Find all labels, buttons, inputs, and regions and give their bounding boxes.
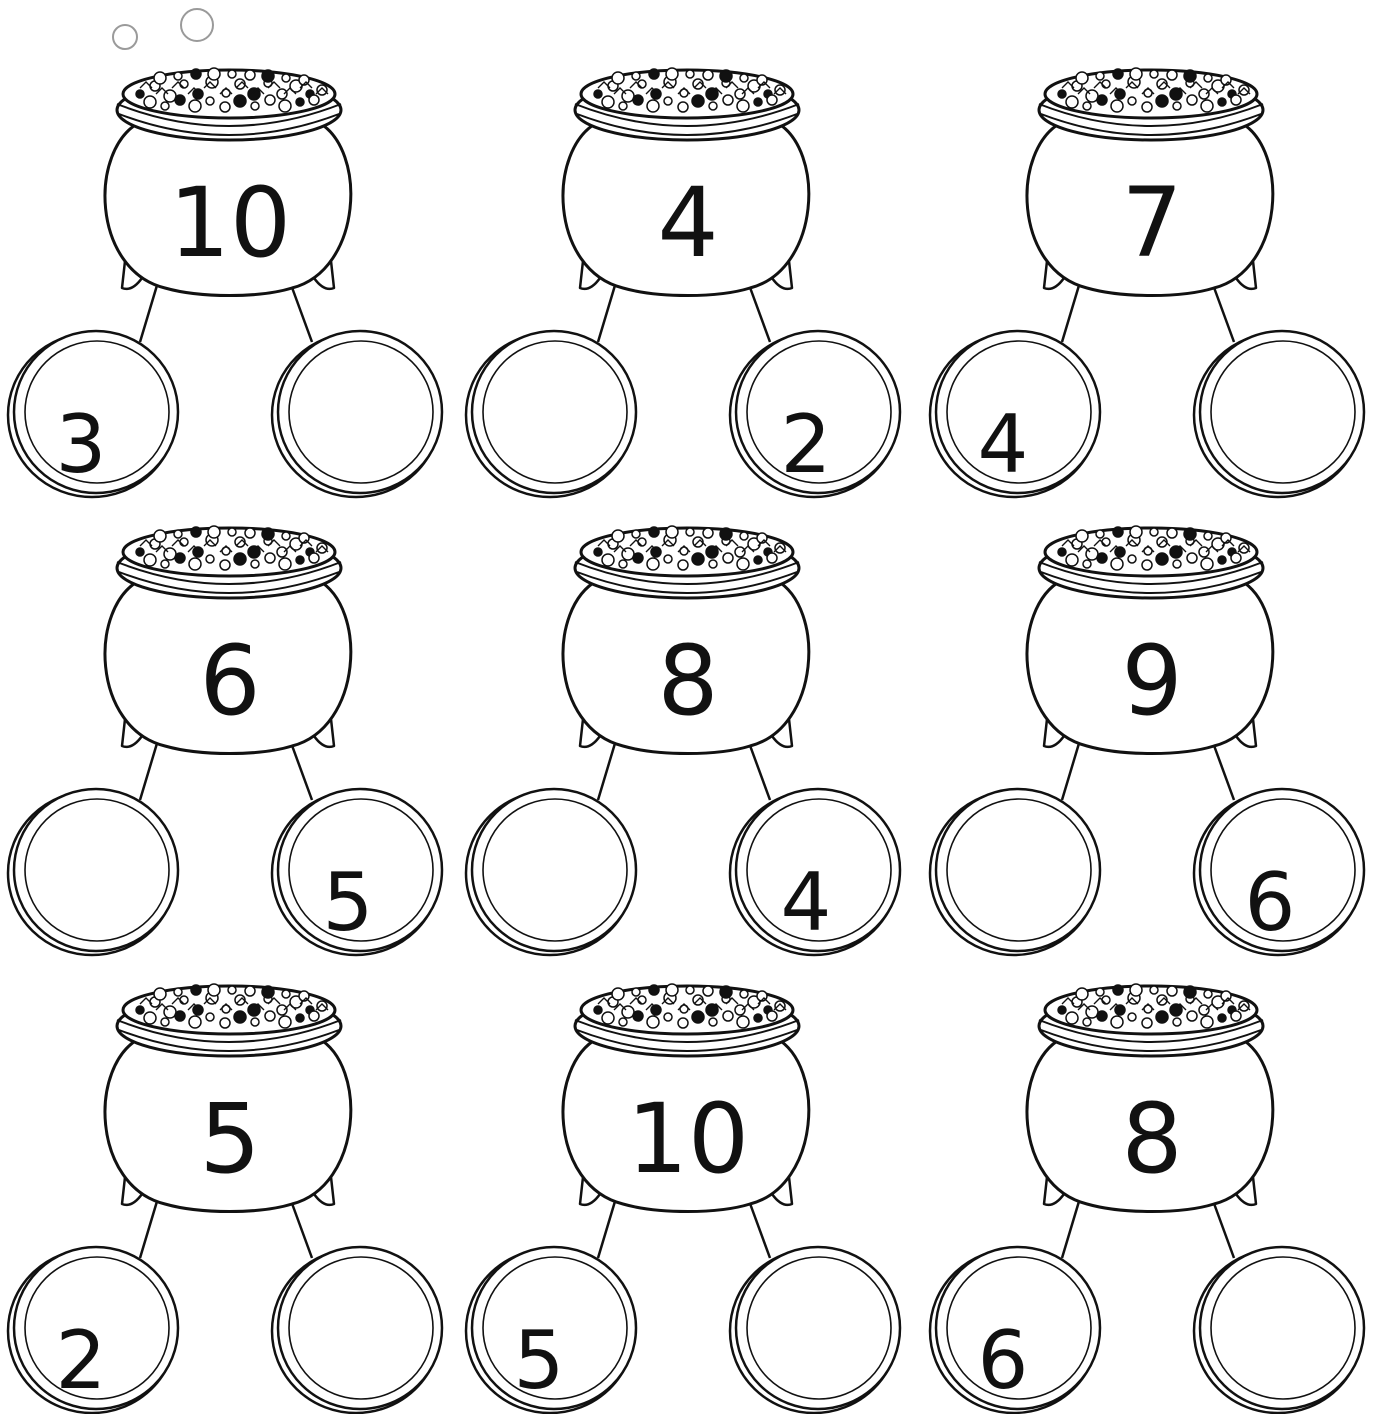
left-coin-value[interactable]: 5 xyxy=(479,1321,599,1401)
left-coin-icon xyxy=(8,789,178,955)
bond-line xyxy=(598,282,616,342)
bond-line xyxy=(598,740,616,800)
number-bond-problem: 7 4 xyxy=(922,30,1375,490)
pot-total: 4 xyxy=(578,175,798,271)
right-coin-icon xyxy=(272,1247,442,1413)
left-coin-icon xyxy=(930,789,1100,955)
number-bond-problem: 8 4 xyxy=(458,488,918,948)
bond-line xyxy=(1212,1198,1234,1258)
number-bond-problem: 10 3 xyxy=(0,30,460,490)
bond-line xyxy=(1062,1198,1080,1258)
right-coin-value[interactable]: 4 xyxy=(746,863,866,943)
bond-line xyxy=(290,1198,312,1258)
right-coin-icon xyxy=(730,1247,900,1413)
bond-line xyxy=(748,282,770,342)
pot-total: 8 xyxy=(578,633,798,729)
pot-total: 10 xyxy=(120,175,340,271)
bond-line xyxy=(140,740,158,800)
bond-line xyxy=(1212,282,1234,342)
bond-line xyxy=(748,1198,770,1258)
bond-line xyxy=(1212,740,1234,800)
number-bond-problem: 5 2 xyxy=(0,946,460,1406)
number-bond-problem: 4 2 xyxy=(458,30,918,490)
number-bond-problem: 9 6 xyxy=(922,488,1375,948)
left-coin-icon xyxy=(466,789,636,955)
left-coin-value[interactable]: 6 xyxy=(943,1321,1063,1401)
number-bond-problem: 8 6 xyxy=(922,946,1375,1406)
bond-line xyxy=(140,1198,158,1258)
right-coin-value[interactable]: 2 xyxy=(746,405,866,485)
bond-line xyxy=(290,740,312,800)
pot-total: 8 xyxy=(1042,1091,1262,1187)
left-coin-value[interactable]: 4 xyxy=(943,405,1063,485)
right-coin-icon xyxy=(272,331,442,497)
pot-total: 9 xyxy=(1042,633,1262,729)
number-bond-problem: 10 5 xyxy=(458,946,918,1406)
bond-line xyxy=(1062,282,1080,342)
right-coin-icon xyxy=(1194,331,1364,497)
number-bond-problem: 6 5 xyxy=(0,488,460,948)
pot-total: 6 xyxy=(120,633,340,729)
bond-line xyxy=(1062,740,1080,800)
bond-line xyxy=(748,740,770,800)
bond-line xyxy=(290,282,312,342)
left-coin-value[interactable]: 3 xyxy=(21,405,141,485)
pot-total: 7 xyxy=(1042,175,1262,271)
left-coin-icon xyxy=(466,331,636,497)
pot-total: 10 xyxy=(578,1091,798,1187)
left-coin-value[interactable]: 2 xyxy=(21,1321,141,1401)
bond-line xyxy=(140,282,158,342)
bond-line xyxy=(598,1198,616,1258)
right-coin-value[interactable]: 5 xyxy=(288,863,408,943)
right-coin-value[interactable]: 6 xyxy=(1210,863,1330,943)
pot-total: 5 xyxy=(120,1091,340,1187)
right-coin-icon xyxy=(1194,1247,1364,1413)
